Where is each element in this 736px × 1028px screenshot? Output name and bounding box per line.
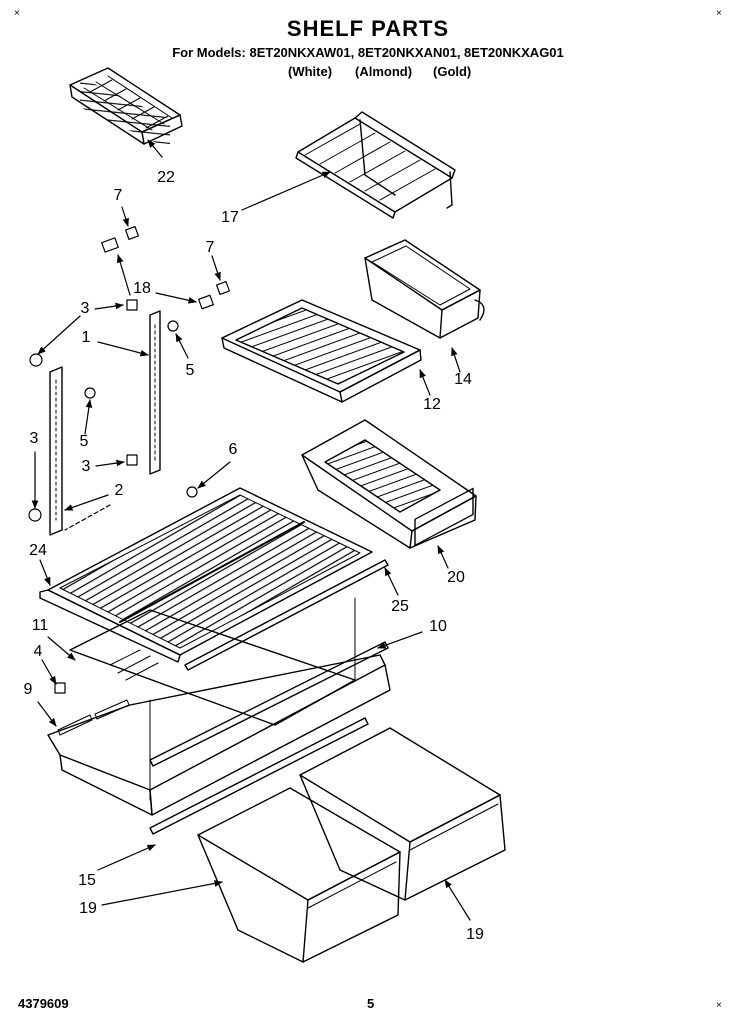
callout-22: 22 bbox=[157, 169, 175, 186]
document-number: 4379609 bbox=[18, 996, 69, 1011]
callout-1: 1 bbox=[81, 329, 91, 346]
color-white: (White) bbox=[288, 64, 333, 79]
callout-3b: 3 bbox=[29, 430, 39, 447]
callout-14: 14 bbox=[454, 371, 472, 388]
corner-mark-top-right: × bbox=[716, 8, 722, 19]
callout-11: 11 bbox=[31, 617, 49, 634]
wire-shelf-part-17 bbox=[295, 111, 456, 219]
callout-17: 17 bbox=[221, 209, 239, 226]
callout-10: 10 bbox=[429, 618, 447, 635]
callout-25: 25 bbox=[391, 598, 409, 615]
cover-part-10 bbox=[149, 641, 389, 767]
callout-19b: 19 bbox=[466, 926, 484, 943]
callout-6: 6 bbox=[228, 441, 238, 458]
corner-mark-top-left: × bbox=[14, 8, 20, 19]
drawer-part-20 bbox=[301, 419, 477, 549]
color-almond: (Almond) bbox=[355, 64, 413, 79]
callout-15: 15 bbox=[78, 872, 96, 889]
door-bin-part-14 bbox=[364, 239, 485, 339]
callout-3a: 3 bbox=[80, 300, 90, 317]
leader-lines bbox=[31, 139, 471, 921]
callout-4: 4 bbox=[33, 643, 43, 660]
rail-part-15 bbox=[149, 717, 369, 835]
drawer-part-19-right bbox=[299, 727, 506, 901]
glass-shelf-part-12 bbox=[221, 299, 422, 403]
callout-5b: 5 bbox=[79, 433, 89, 450]
page-title: SHELF PARTS bbox=[286, 16, 450, 41]
models-line: For Models: 8ET20NKXAW01, 8ET20NKXAN01, … bbox=[172, 45, 564, 60]
callout-7b: 7 bbox=[205, 239, 215, 256]
color-gold: (Gold) bbox=[433, 64, 472, 79]
callout-3c: 3 bbox=[81, 458, 91, 475]
corner-mark-bottom-right: × bbox=[716, 1000, 722, 1011]
callout-2: 2 bbox=[114, 482, 124, 499]
callout-19a: 19 bbox=[79, 900, 97, 917]
rail-part-1 bbox=[149, 310, 161, 475]
fasteners bbox=[28, 225, 231, 694]
trim-part-25 bbox=[184, 559, 389, 671]
callout-20: 20 bbox=[447, 569, 465, 586]
drawer-part-19-left bbox=[197, 787, 401, 963]
page-number: 5 bbox=[367, 996, 375, 1011]
main-wire-shelf-part-24 bbox=[39, 487, 373, 663]
rail-part-2 bbox=[49, 366, 63, 536]
callout-24: 24 bbox=[29, 542, 47, 559]
callout-5a: 5 bbox=[185, 362, 195, 379]
crisper-frame-part-9 bbox=[47, 597, 391, 816]
callout-12: 12 bbox=[423, 396, 441, 413]
callout-7a: 7 bbox=[113, 187, 123, 204]
ice-tray-part-22 bbox=[69, 67, 183, 150]
callout-9: 9 bbox=[23, 681, 33, 698]
callout-18: 18 bbox=[133, 280, 151, 297]
